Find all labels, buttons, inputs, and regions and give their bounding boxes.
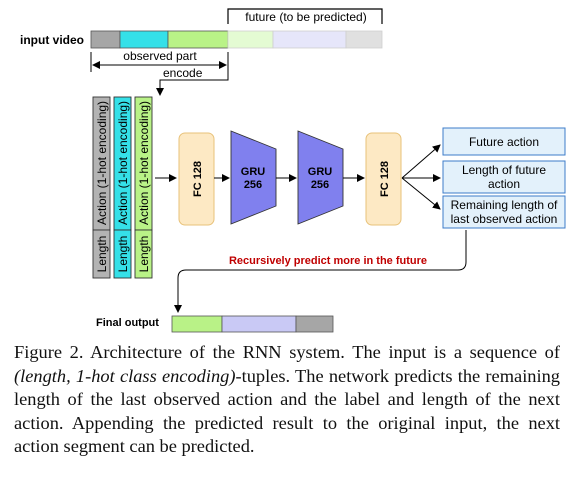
input-column-cyan: Action (1-hot encoding) Length	[113, 96, 132, 279]
rnn-architecture-diagram: future (to be predicted) input video obs…	[20, 8, 566, 333]
caption-italic: (length, 1-hot class encoding)	[14, 365, 236, 386]
encode-arrow	[156, 72, 229, 96]
caption-part2: -tuples. The network predicts the remain…	[14, 365, 560, 457]
figure-caption: Figure 2. Architecture of the RNN system…	[14, 341, 560, 459]
gru2-units: 256	[311, 179, 329, 191]
segment-gray	[90, 30, 121, 49]
segment-future-gray	[345, 30, 383, 49]
recursive-label: Recursively predict more in the future	[229, 255, 427, 267]
action-label: Action (1-hot encoding)	[116, 101, 130, 225]
final-segment-green	[171, 315, 223, 333]
future-label: future (to be predicted)	[245, 10, 366, 24]
segment-future-lavender	[272, 30, 347, 49]
segment-future-green	[227, 30, 274, 49]
gru-layer-2: GRU 256	[297, 130, 344, 225]
final-output-label: Final output	[96, 317, 159, 329]
length-label: Length	[116, 236, 130, 273]
length-future-line1: Length of future	[462, 163, 546, 177]
fc-layer-1: FC 128	[178, 132, 215, 226]
final-output-bar	[171, 315, 334, 333]
gru-layer-1: GRU 256	[230, 130, 277, 225]
arrow-to-remaining	[401, 177, 441, 210]
action-label: Action (1-hot encoding)	[95, 101, 109, 225]
fc2-label: FC 128	[379, 161, 391, 197]
input-column-gray: Action (1-hot encoding) Length	[92, 96, 111, 279]
output-remaining-length: Remaining length of last observed action	[442, 195, 566, 229]
gru2-label: GRU	[308, 166, 333, 178]
gru1-label: GRU	[241, 166, 266, 178]
length-label: Length	[137, 236, 151, 273]
observed-part-label: observed part	[123, 49, 197, 63]
remaining-line1: Remaining length of	[451, 198, 558, 212]
encode-label: encode	[163, 66, 203, 80]
fc1-label: FC 128	[192, 161, 204, 197]
segment-green	[167, 30, 229, 49]
final-segment-gray	[295, 315, 334, 333]
gru1-units: 256	[244, 179, 262, 191]
length-future-line2: action	[488, 177, 520, 191]
input-video-bar	[90, 30, 383, 49]
fc-layer-2: FC 128	[365, 132, 402, 226]
length-label: Length	[95, 236, 109, 273]
output-future-action: Future action	[442, 127, 566, 156]
observed-part-span: observed part	[90, 49, 229, 72]
input-column-green: Action (1-hot encoding) Length	[134, 96, 153, 279]
action-label: Action (1-hot encoding)	[137, 101, 151, 225]
output-length-future-action: Length of future action	[442, 160, 566, 194]
future-bracket: future (to be predicted)	[227, 8, 383, 24]
future-action-label: Future action	[469, 135, 539, 149]
arrow-to-future-action	[401, 144, 441, 179]
caption-part1: Figure 2. Architecture of the RNN system…	[14, 342, 560, 362]
remaining-line2: last observed action	[451, 212, 558, 226]
segment-cyan	[119, 30, 169, 49]
recursive-arrow	[174, 230, 467, 313]
input-video-label: input video	[20, 33, 84, 47]
final-segment-purple	[221, 315, 297, 333]
